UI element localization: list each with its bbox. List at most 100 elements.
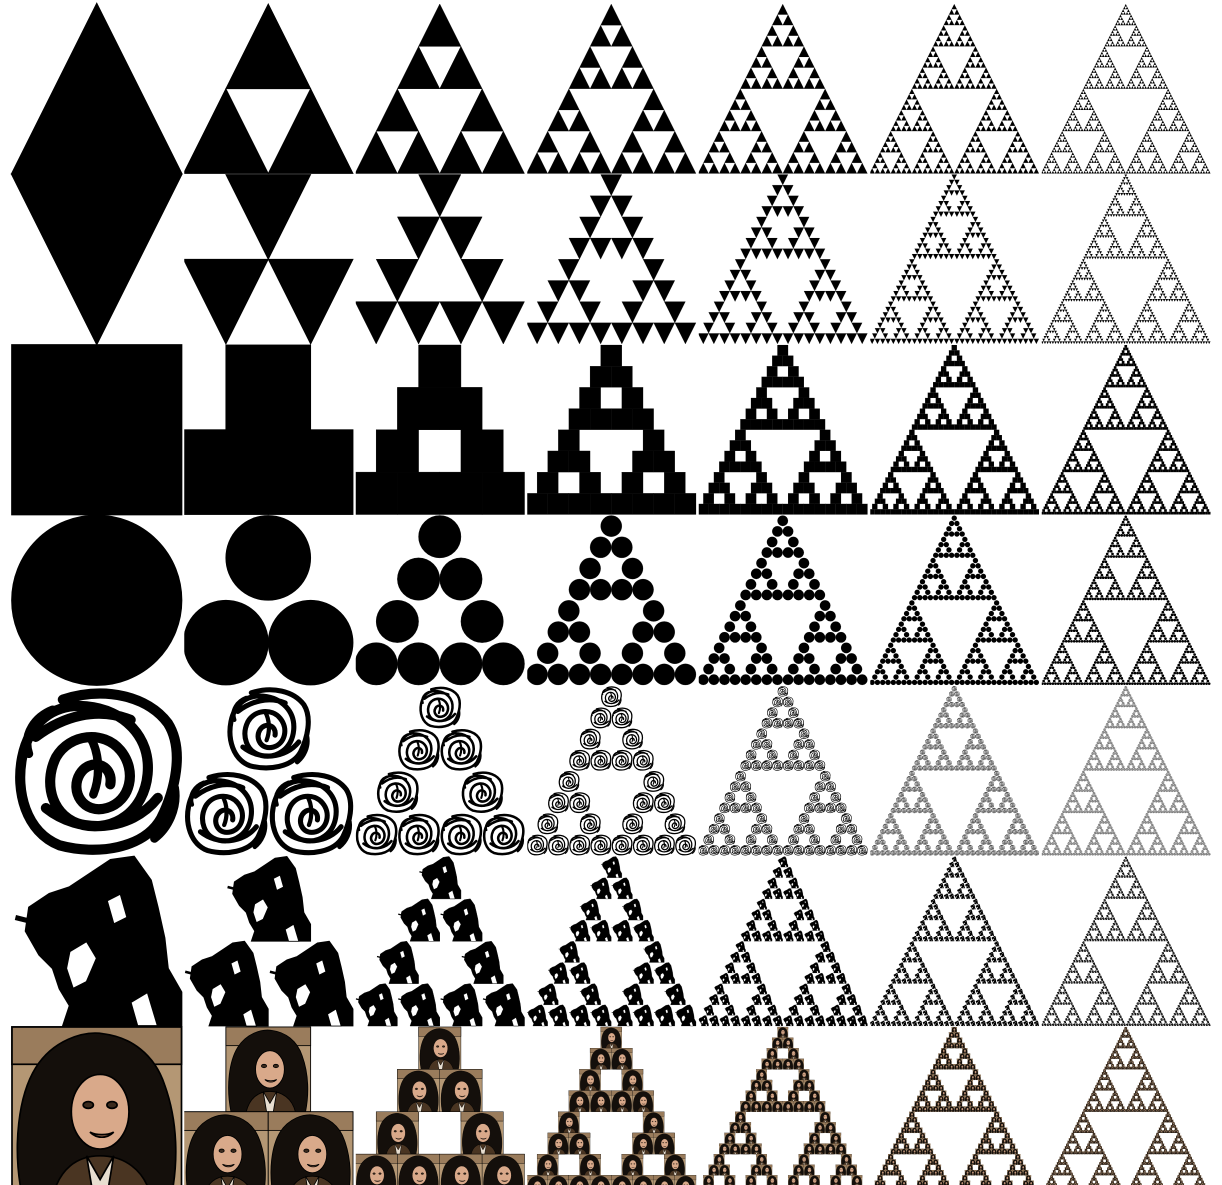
seed-copy: [970, 382, 975, 387]
seed-copy: [714, 131, 725, 142]
square-icon-level-0: [12, 345, 182, 515]
seed-copy: [954, 361, 959, 366]
seed-copy: [1122, 180, 1125, 183]
seed-copy: [1128, 166, 1131, 169]
seed-copy: [944, 41, 949, 46]
seed-copy: [938, 414, 943, 419]
seed-copy: [1118, 257, 1121, 260]
seed-copy: [1142, 230, 1145, 233]
seed-copy: [1106, 233, 1109, 236]
seed-copy: [1155, 241, 1158, 244]
seed-copy: [1091, 417, 1094, 420]
seed-copy: [1142, 379, 1145, 382]
seed-copy: [1020, 653, 1025, 658]
seed-copy: [1180, 467, 1183, 470]
seed-copy: [1143, 83, 1146, 86]
seed-copy: [632, 68, 653, 89]
seed-copy: [1054, 507, 1057, 510]
seed-copy: [1131, 550, 1134, 553]
seed-copy: [1101, 62, 1104, 65]
seed-copy: [938, 382, 943, 387]
seed-copy: [1113, 150, 1116, 153]
seed-copy: [783, 590, 794, 601]
seed-copy: [991, 467, 996, 472]
seed-copy: [1127, 382, 1130, 385]
seed-copy: [1150, 336, 1153, 339]
seed-copy: [1150, 310, 1153, 313]
seed-copy: [967, 249, 972, 254]
seed-copy: [1091, 118, 1094, 121]
seed-copy: [885, 509, 890, 514]
seed-copy: [1081, 97, 1084, 100]
seed-copy: [946, 185, 951, 190]
seed-copy: [1085, 680, 1088, 683]
seed-copy: [925, 78, 930, 83]
seed-copy: [1204, 504, 1207, 507]
seed-copy: [1028, 328, 1033, 333]
seed-copy: [1074, 446, 1077, 449]
seed-copy: [1097, 235, 1100, 238]
seed-copy: [1107, 406, 1110, 409]
seed-copy: [1018, 339, 1023, 344]
seed-copy: [1067, 128, 1070, 131]
seed-copy: [1144, 576, 1147, 579]
seed-copy: [1191, 477, 1194, 480]
seed-copy: [1065, 635, 1068, 638]
seed-copy: [991, 105, 996, 110]
seed-copy: [1107, 38, 1110, 41]
seed-copy: [852, 152, 863, 163]
seed-copy: [1120, 12, 1123, 15]
seed-copy: [1097, 144, 1100, 147]
seed-copy: [1150, 128, 1153, 131]
seed-copy: [941, 366, 946, 371]
seed-copy: [875, 339, 880, 344]
seed-copy: [970, 488, 975, 493]
square-icon-level-1: [184, 345, 354, 515]
seed-copy: [915, 440, 920, 445]
seed-copy: [1120, 209, 1123, 212]
seed-copy: [1097, 251, 1100, 254]
seed-copy: [1105, 561, 1108, 564]
seed-copy: [922, 286, 927, 291]
seed-copy: [1054, 672, 1057, 675]
seed-copy: [957, 185, 962, 190]
seed-copy: [1120, 188, 1123, 191]
seed-copy: [1085, 595, 1088, 598]
seed-copy: [1013, 136, 1018, 141]
seed-copy: [915, 674, 920, 679]
seed-copy: [1179, 283, 1182, 286]
seed-copy: [1134, 33, 1137, 36]
seed-copy: [841, 302, 852, 313]
seed-copy: [1057, 320, 1060, 323]
seed-copy: [960, 542, 965, 547]
seed-copy: [1018, 659, 1023, 664]
seed-copy: [1177, 280, 1180, 283]
seed-copy: [799, 217, 810, 228]
seed-copy: [1146, 558, 1149, 561]
seed-copy: [1107, 480, 1110, 483]
seed-copy: [804, 632, 815, 643]
seed-copy: [1085, 509, 1088, 512]
seed-copy: [772, 36, 783, 47]
seed-copy: [981, 424, 986, 429]
seed-copy: [1118, 374, 1121, 377]
seed-copy: [880, 318, 885, 323]
seed-copy: [440, 217, 482, 259]
seed-copy: [1105, 475, 1108, 478]
seed-copy: [885, 307, 890, 312]
seed-copy: [1148, 595, 1151, 598]
seed-copy: [1132, 553, 1135, 556]
seed-copy: [1155, 459, 1158, 462]
seed-copy: [1152, 417, 1155, 420]
seed-copy: [1057, 336, 1060, 339]
seed-copy: [1103, 131, 1106, 134]
seed-copy: [1144, 150, 1147, 153]
seed-copy: [1165, 278, 1168, 281]
seed-copy: [1139, 60, 1142, 63]
seed-copy: [1070, 682, 1073, 685]
seed-copy: [1089, 118, 1092, 121]
seed-copy: [917, 328, 922, 333]
seed-copy: [1067, 635, 1070, 638]
seed-copy: [724, 664, 735, 675]
seed-copy: [1099, 512, 1102, 515]
